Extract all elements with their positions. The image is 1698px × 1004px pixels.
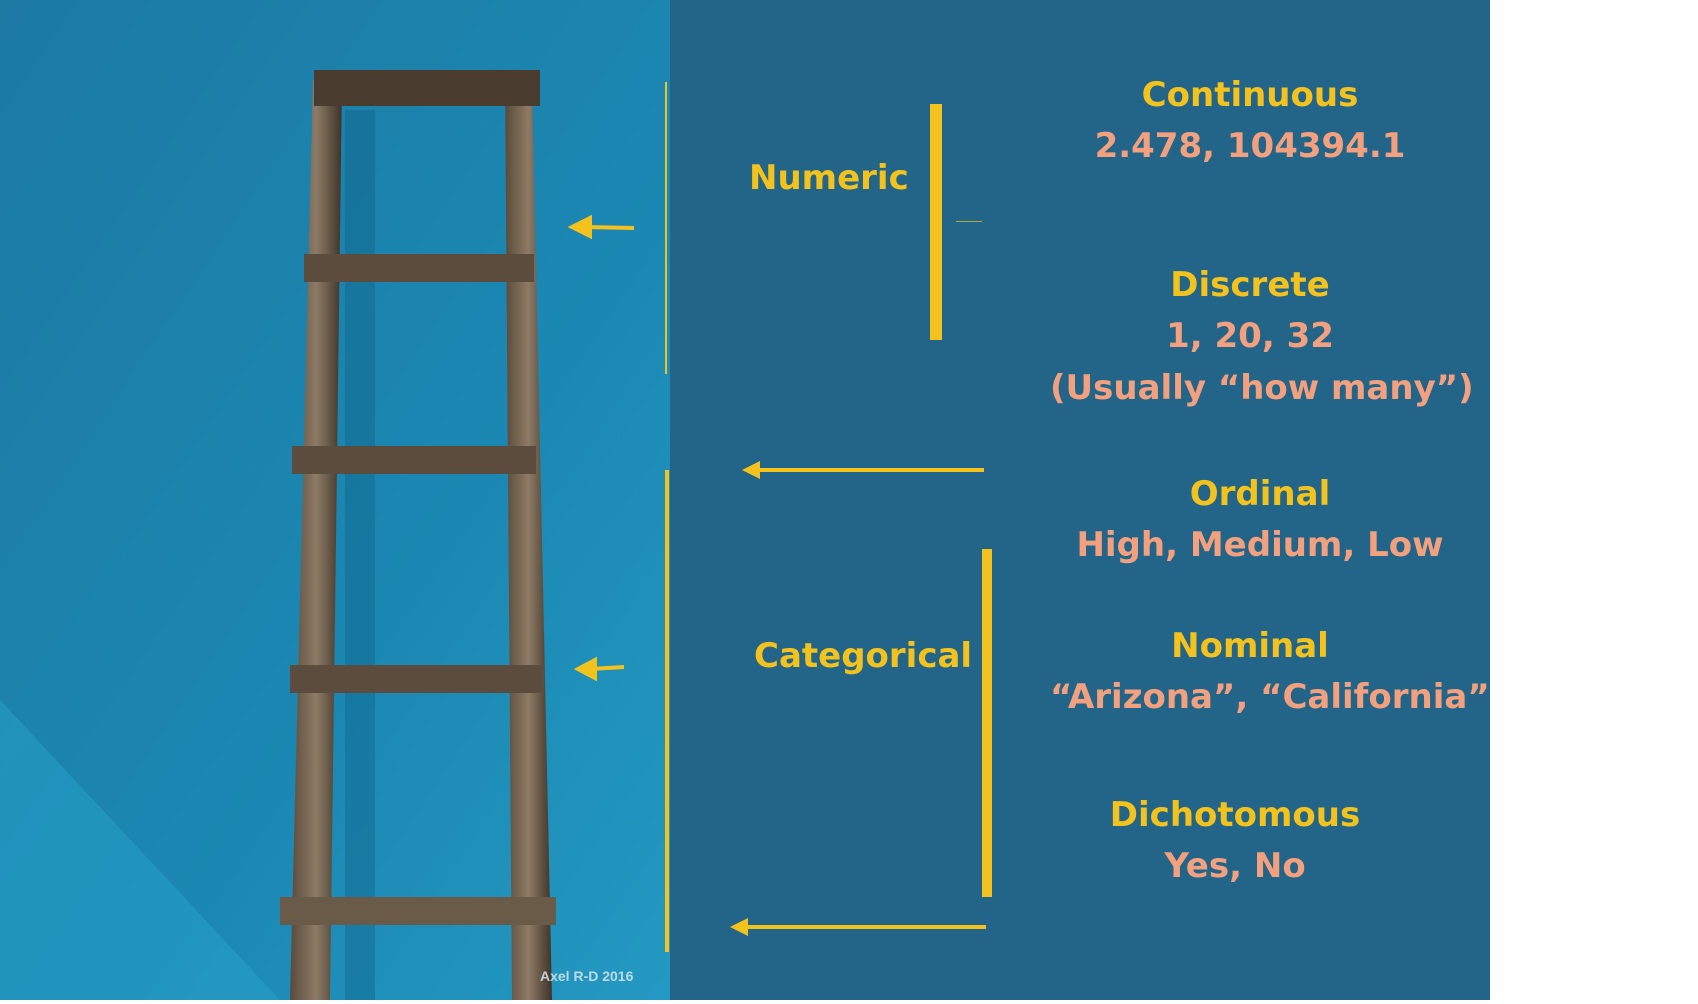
category-title: Discrete — [1170, 265, 1330, 305]
category-example: 1, 20, 32 — [1166, 316, 1334, 356]
category-example: (Usually “how many”) — [1050, 368, 1474, 408]
category-nominal: Nominal “Arizona”, “California” — [1050, 621, 1490, 723]
category-dichotomous: Dichotomous Yes, No — [1035, 790, 1435, 892]
category-ordinal: Ordinal High, Medium, Low — [1060, 469, 1460, 571]
types-panel — [670, 0, 1490, 1000]
numeric-label: Numeric — [749, 158, 909, 198]
categorical-arrow — [730, 918, 986, 936]
category-example: “Arizona”, “California” — [1050, 677, 1490, 717]
category-title: Dichotomous — [1109, 795, 1361, 835]
photo-credit: Axel R-D 2016 — [540, 968, 634, 984]
numeric-bracket-line — [665, 82, 667, 374]
ladder-rung — [290, 665, 542, 693]
category-example: High, Medium, Low — [1076, 525, 1444, 565]
category-discrete: Discrete 1, 20, 32 (Usually “how many”) — [1050, 260, 1474, 414]
category-title: Continuous — [1141, 75, 1359, 115]
ladder-rung — [314, 70, 540, 106]
ladder-photo: Axel R-D 2016 — [0, 0, 670, 1000]
categorical-subtype-bar — [982, 549, 992, 897]
numeric-subtype-bar — [930, 104, 942, 340]
category-example: Yes, No — [1164, 846, 1306, 886]
ordinal-arrow — [742, 461, 984, 479]
ladder-rung — [304, 254, 534, 282]
connector-tick — [956, 221, 982, 222]
categorical-label: Categorical — [754, 636, 973, 676]
category-title: Nominal — [1171, 626, 1329, 666]
category-continuous: Continuous 2.478, 104394.1 — [1050, 70, 1450, 172]
ladder-illustration — [0, 0, 670, 1000]
ladder-rung — [280, 897, 556, 925]
ladder-rung — [292, 446, 536, 474]
category-example: 2.478, 104394.1 — [1094, 126, 1406, 166]
categorical-bracket-line — [665, 470, 669, 952]
category-title: Ordinal — [1189, 474, 1331, 514]
